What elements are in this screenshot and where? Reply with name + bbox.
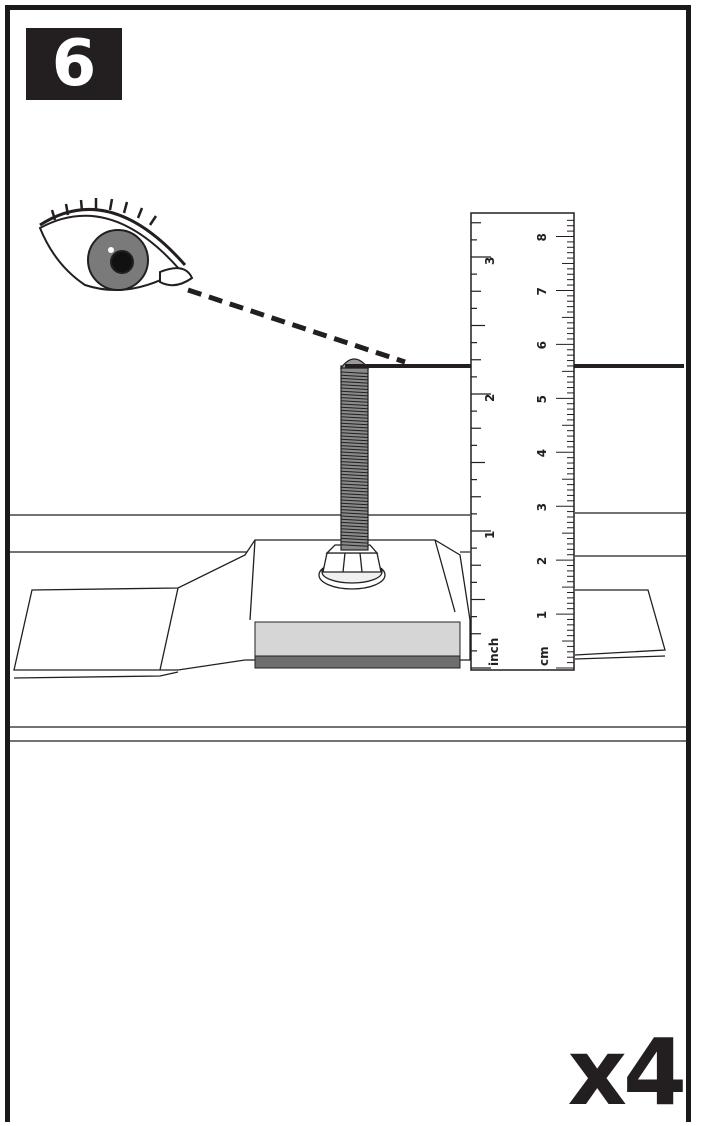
sight-line [187, 287, 684, 368]
nut-washer [318, 544, 386, 590]
inch-label: 3 [483, 257, 497, 265]
eye-icon [38, 198, 194, 291]
cm-label: 8 [535, 233, 549, 241]
quantity-label: x4 [567, 1019, 687, 1126]
cm-label: 3 [535, 503, 549, 511]
cm-label: 1 [535, 611, 549, 619]
bolt-icon [339, 358, 370, 551]
ruler-inch-unit: inch [487, 638, 501, 666]
ruler-cm-unit: cm [537, 646, 551, 666]
rail-lines [10, 512, 690, 742]
cm-label: 5 [535, 395, 549, 403]
inch-label: 1 [483, 531, 497, 539]
cm-label: 7 [535, 287, 549, 295]
cm-label: 6 [535, 341, 549, 349]
ruler-icon: 1 2 3 1 2 3 4 5 6 7 8 inch cm [470, 212, 575, 671]
cm-label: 2 [535, 557, 549, 565]
step-number-badge: 6 [26, 28, 122, 100]
rubber-pad [254, 621, 461, 669]
step-frame [5, 5, 691, 1122]
inch-label: 2 [483, 394, 497, 402]
cm-label: 4 [535, 449, 549, 457]
